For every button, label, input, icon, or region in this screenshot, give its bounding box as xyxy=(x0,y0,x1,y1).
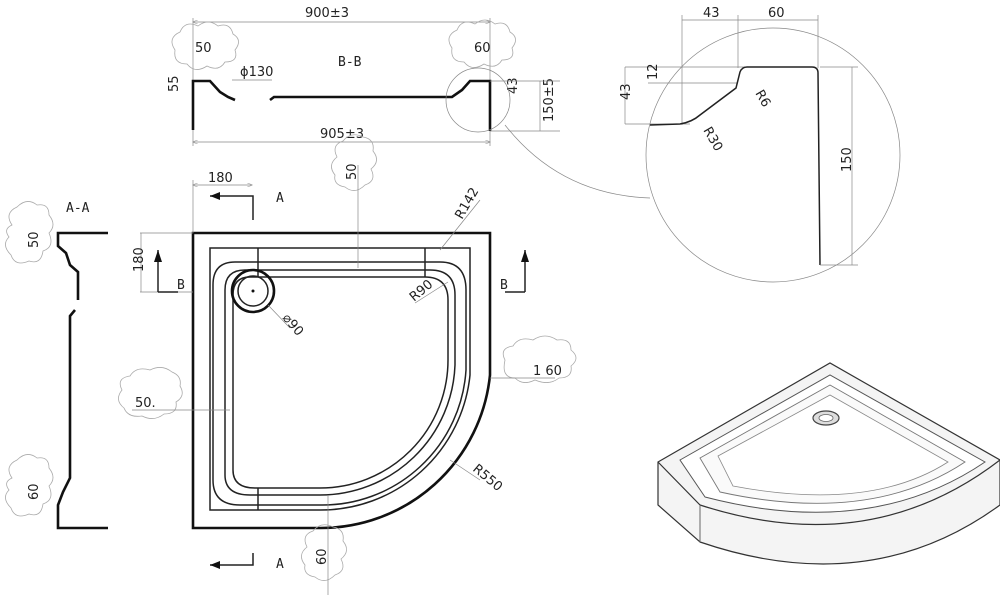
dim-left-height: 55 xyxy=(167,75,182,92)
section-a-a: A-A 50 60 xyxy=(5,201,108,530)
plan-dim-180-top: 180 xyxy=(208,171,233,186)
detail-dim-43-v: 43 xyxy=(619,83,634,100)
tray-outline xyxy=(191,231,492,530)
section-b-b: 900±3 905±3 B-B 50 60 ϕ130 55 43 150±5 xyxy=(167,6,651,199)
plan-view: 180 180 A A B B 50 R142 R90 ⌀90 1 60 50.… xyxy=(118,134,577,595)
detail-dim-43-h: 43 xyxy=(703,6,720,21)
plan-dim-top-rim: 50 xyxy=(345,163,360,180)
plan-dim-180-left: 180 xyxy=(132,247,147,272)
dim-right-rim: 60 xyxy=(474,41,491,56)
aa-dim-bottom-rim: 60 xyxy=(27,483,42,500)
dim-total-height: 150±5 xyxy=(542,78,557,122)
plan-radius-r550: R550 xyxy=(469,462,505,495)
dim-left-rim: 50 xyxy=(195,41,212,56)
detail-view: 43 60 12 43 R6 R30 150 xyxy=(619,6,901,283)
plan-drain-diameter: ⌀90 xyxy=(279,311,306,339)
plan-dim-left-rim: 50. xyxy=(135,396,156,411)
detail-dim-12: 12 xyxy=(646,63,661,80)
detail-circle xyxy=(445,67,511,133)
section-marker-b-left: B xyxy=(177,278,185,293)
dim-rim-drop: 43 xyxy=(506,77,521,94)
detail-radius-r6: R6 xyxy=(752,88,774,110)
dim-drain-diameter: ϕ130 xyxy=(240,65,273,80)
plan-radius-r90: R90 xyxy=(407,277,436,305)
detail-radius-r30: R30 xyxy=(700,125,726,155)
detail-dim-60: 60 xyxy=(768,6,785,21)
section-marker-a-top: A xyxy=(276,191,284,206)
section-marker-b-right: B xyxy=(500,278,508,293)
dim-bottom-width: 905±3 xyxy=(320,127,364,142)
plan-dim-right-rim: 1 60 xyxy=(533,364,562,379)
section-title-aa: A-A xyxy=(66,201,90,216)
tray-3d-render xyxy=(657,362,1000,565)
revision-cloud xyxy=(171,21,239,70)
plan-dim-bottom-rim: 60 xyxy=(315,548,330,565)
plan-radius-r142: R142 xyxy=(452,185,482,222)
detail-dim-150: 150 xyxy=(840,147,855,172)
section-marker-a-bottom: A xyxy=(276,557,284,572)
dim-top-width: 900±3 xyxy=(305,6,349,21)
aa-dim-top-rim: 50 xyxy=(27,231,42,248)
section-title-bb: B-B xyxy=(338,55,362,70)
drain-icon xyxy=(230,268,276,314)
